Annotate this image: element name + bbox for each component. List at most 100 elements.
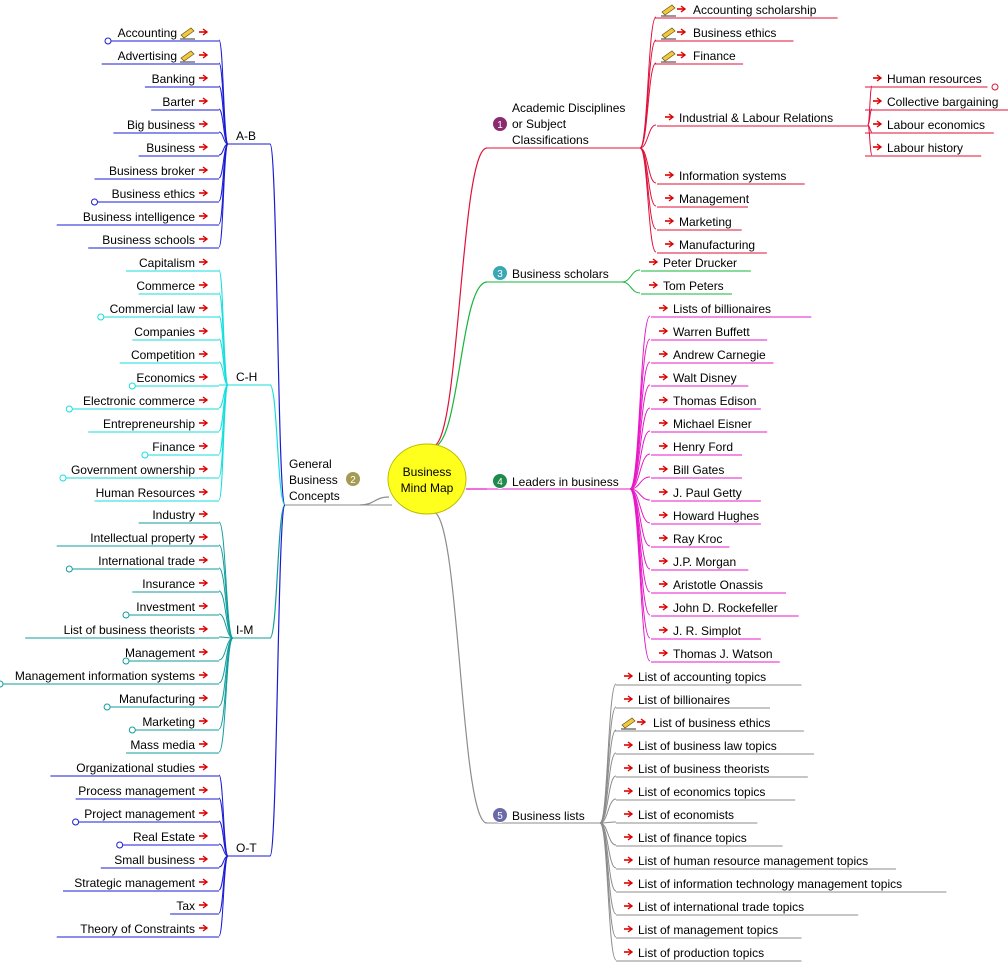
topic-warren-buffett[interactable]: Warren Buffett [651, 325, 768, 341]
topic-henry-ford[interactable]: Henry Ford [651, 440, 742, 456]
topic-marketing[interactable]: Marketing [128, 715, 219, 734]
topic-business[interactable]: Business [138, 141, 219, 157]
note-pencil-icon[interactable] [180, 50, 195, 62]
topic-list-of-finance-topics[interactable]: List of finance topics [616, 831, 783, 847]
topic-bill-gates[interactable]: Bill Gates [651, 463, 742, 479]
group-c-h[interactable]: C-H [236, 370, 257, 384]
topic-collective-bargaining[interactable]: Collective bargaining [865, 95, 1008, 111]
topic-business-broker[interactable]: Business broker [94, 164, 220, 180]
topic-big-business[interactable]: Big business [113, 118, 219, 134]
topic-theory-of-constraints[interactable]: Theory of Constraints [56, 922, 219, 938]
topic-human-resources[interactable]: Human Resources [94, 486, 220, 502]
topic-investment[interactable]: Investment [122, 600, 219, 619]
topic-michael-eisner[interactable]: Michael Eisner [651, 417, 768, 433]
topic-andrew-carnegie[interactable]: Andrew Carnegie [651, 348, 774, 364]
topic-manufacturing[interactable]: Manufacturing [103, 692, 219, 711]
note-pencil-icon[interactable] [180, 27, 195, 39]
topic-labour-history[interactable]: Labour history [865, 141, 982, 157]
topic-mass-media[interactable]: Mass media [126, 738, 219, 754]
topic-economics[interactable]: Economics [128, 371, 219, 390]
topic-walt-disney[interactable]: Walt Disney [651, 371, 749, 387]
topic-list-of-information-technology-management-topics[interactable]: List of information technology managemen… [616, 877, 947, 893]
hyperlink-circle-icon[interactable] [128, 726, 136, 734]
hyperlink-circle-icon[interactable] [122, 657, 130, 665]
hyperlink-circle-icon[interactable] [97, 313, 105, 321]
topic-companies[interactable]: Companies [132, 325, 219, 341]
topic-management-information-systems[interactable]: Management information systems [0, 669, 219, 688]
group-i-m[interactable]: I-M [236, 623, 253, 637]
topic-list-of-business-ethics[interactable]: List of business ethics [615, 716, 804, 732]
topic-intellectual-property[interactable]: Intellectual property [56, 531, 219, 547]
group-a-b[interactable]: A-B [236, 129, 256, 143]
topic-labour-economics[interactable]: Labour economics [865, 118, 994, 134]
topic-business-ethics[interactable]: Business ethics [655, 26, 794, 42]
topic-capitalism[interactable]: Capitalism [126, 256, 219, 272]
hyperlink-circle-icon[interactable] [991, 83, 999, 91]
topic-real-estate[interactable]: Real Estate [116, 830, 219, 849]
topic-government-ownership[interactable]: Government ownership [59, 463, 219, 482]
topic-list-of-billionaires[interactable]: List of billionaires [616, 693, 770, 709]
note-pencil-icon[interactable] [621, 717, 636, 729]
topic-j-r-simplot[interactable]: J. R. Simplot [651, 624, 761, 640]
hyperlink-circle-icon[interactable] [104, 37, 112, 45]
topic-competition[interactable]: Competition [119, 348, 219, 364]
hyperlink-circle-icon[interactable] [0, 680, 4, 688]
topic-list-of-business-law-topics[interactable]: List of business law topics [616, 739, 815, 755]
topic-ray-kroc[interactable]: Ray Kroc [651, 532, 730, 548]
hyperlink-circle-icon[interactable] [141, 451, 149, 459]
topic-finance[interactable]: Finance [655, 49, 744, 65]
topic-business-schools[interactable]: Business schools [88, 233, 219, 249]
topic-j-p-morgan[interactable]: J.P. Morgan [651, 555, 749, 571]
topic-human-resources[interactable]: Human resources [865, 72, 988, 88]
topic-marketing[interactable]: Marketing [657, 215, 742, 231]
topic-entrepreneurship[interactable]: Entrepreneurship [88, 417, 219, 433]
hyperlink-circle-icon[interactable] [128, 382, 136, 390]
topic-tom-peters[interactable]: Tom Peters [641, 279, 732, 295]
topic-international-trade[interactable]: International trade [65, 554, 219, 573]
central-topic[interactable]: Business Mind Map [387, 443, 467, 515]
topic-accounting[interactable]: Accounting [104, 26, 219, 45]
topic-finance[interactable]: Finance [141, 440, 219, 459]
topic-list-of-accounting-topics[interactable]: List of accounting topics [616, 670, 802, 686]
topic-industry[interactable]: Industry [138, 508, 219, 524]
topic-project-management[interactable]: Project management [72, 807, 219, 826]
hyperlink-circle-icon[interactable] [72, 818, 80, 826]
topic-business-ethics[interactable]: Business ethics [91, 187, 220, 206]
topic-management[interactable]: Management [122, 646, 219, 665]
topic-insurance[interactable]: Insurance [132, 577, 219, 593]
topic-list-of-business-theorists[interactable]: List of business theorists [25, 623, 219, 639]
note-pencil-icon[interactable] [661, 50, 676, 62]
topic-peter-drucker[interactable]: Peter Drucker [641, 256, 751, 272]
topic-thomas-edison[interactable]: Thomas Edison [651, 394, 761, 410]
topic-industrial-labour-relations[interactable]: Industrial & Labour Relations [657, 111, 868, 127]
topic-john-d-rockefeller[interactable]: John D. Rockefeller [651, 601, 799, 617]
topic-list-of-production-topics[interactable]: List of production topics [616, 946, 802, 962]
topic-manufacturing[interactable]: Manufacturing [657, 238, 767, 254]
topic-business-intelligence[interactable]: Business intelligence [56, 210, 219, 226]
topic-small-business[interactable]: Small business [100, 853, 219, 869]
hyperlink-circle-icon[interactable] [122, 611, 130, 619]
topic-list-of-international-trade-topics[interactable]: List of international trade topics [616, 900, 859, 916]
topic-information-systems[interactable]: Information systems [657, 169, 805, 185]
topic-howard-hughes[interactable]: Howard Hughes [651, 509, 761, 525]
topic-management[interactable]: Management [657, 192, 750, 208]
topic-electronic-commerce[interactable]: Electronic commerce [65, 394, 219, 413]
topic-list-of-management-topics[interactable]: List of management topics [616, 923, 802, 939]
topic-commercial-law[interactable]: Commercial law [97, 302, 219, 321]
topic-j-paul-getty[interactable]: J. Paul Getty [651, 486, 761, 502]
group-o-t[interactable]: O-T [236, 841, 257, 855]
topic-barter[interactable]: Barter [151, 95, 219, 111]
hyperlink-circle-icon[interactable] [65, 565, 73, 573]
topic-list-of-business-theorists[interactable]: List of business theorists [616, 762, 808, 778]
topic-banking[interactable]: Banking [144, 72, 219, 88]
topic-aristotle-onassis[interactable]: Aristotle Onassis [651, 578, 787, 594]
topic-thomas-j-watson[interactable]: Thomas J. Watson [651, 647, 780, 663]
topic-commerce[interactable]: Commerce [136, 279, 219, 295]
topic-list-of-economics-topics[interactable]: List of economics topics [616, 785, 796, 801]
topic-strategic-management[interactable]: Strategic management [63, 876, 219, 892]
topic-advertising[interactable]: Advertising [101, 49, 219, 65]
